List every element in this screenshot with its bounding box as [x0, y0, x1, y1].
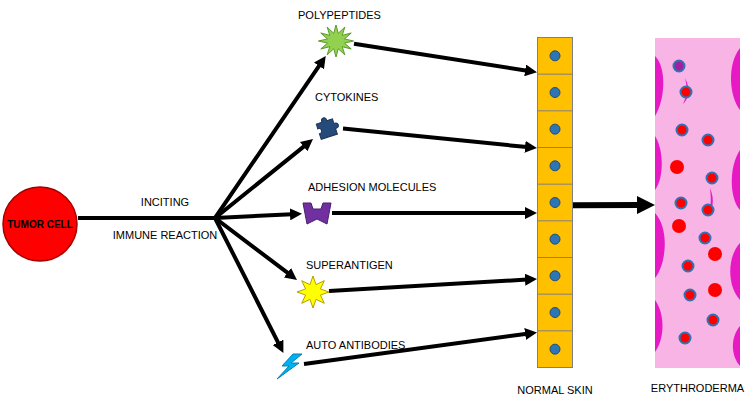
red-cell [708, 247, 722, 261]
cell-nucleus [550, 344, 560, 354]
shape-outline [655, 38, 740, 368]
adhesion-molecule-icon: ADHESION MOLECULES [302, 201, 332, 225]
shape-outline [537, 37, 573, 368]
arrow-connector [78, 218, 289, 274]
node-label: TUMOR CELL [7, 219, 73, 230]
arrow-connector [573, 202, 640, 208]
arrow-connector [329, 280, 527, 291]
cell-nucleus [550, 198, 560, 208]
cell-nucleus [550, 234, 560, 244]
cell-border [538, 110, 573, 111]
polypeptide-icon: POLYPEPTIDES [318, 26, 354, 56]
node-label: AUTO ANTIBODIES [306, 339, 405, 352]
inflammation-streak [655, 213, 665, 278]
arrow-connector [304, 334, 527, 364]
inflammatory-cell [681, 87, 692, 98]
normal-skin-column: NORMAL SKIN [537, 37, 573, 368]
inflammation-streak [730, 243, 740, 300]
inflammation-streak [731, 48, 740, 110]
cell-border [538, 257, 573, 258]
autoantibody-icon: AUTO ANTIBODIES [276, 353, 304, 379]
inflammatory-cell [674, 61, 685, 72]
node-label: SUPERANTIGEN [306, 259, 393, 272]
inflammation-streak [655, 56, 663, 116]
cell-nucleus [550, 161, 560, 171]
red-cell [672, 219, 686, 233]
cell-border [538, 147, 573, 148]
red-cell [670, 160, 684, 174]
shape-outline [318, 26, 354, 56]
shape-outline [297, 277, 329, 307]
inflammatory-cell [703, 205, 714, 216]
cell-nucleus [550, 124, 560, 134]
node-label: CYTOKINES [315, 91, 378, 104]
arrow-connector [332, 211, 527, 215]
inflammatory-cell [708, 315, 719, 326]
inflammation-streak [655, 136, 662, 190]
cytokine-icon: CYTOKINES [313, 113, 343, 141]
tumor-cell-circle: TUMOR CELL [2, 186, 78, 262]
cell-nucleus [550, 271, 560, 281]
erythroderma-column: ERYTHRODERMA [655, 38, 740, 368]
inflammation-streak [732, 150, 740, 210]
inflammatory-cell [680, 333, 691, 344]
shape-outline [302, 201, 332, 225]
shape-outline [276, 353, 304, 379]
inflammatory-cell [707, 173, 718, 184]
cell-border [538, 74, 573, 75]
inflamed-skin [655, 38, 740, 368]
inflammatory-cell [700, 233, 711, 244]
inflammatory-cell [685, 290, 696, 301]
skin-layer [538, 38, 573, 368]
cell-border [538, 220, 573, 221]
arrow-connector [78, 214, 292, 218]
inflammatory-cell [676, 198, 687, 209]
cell-border [538, 184, 573, 185]
cell-nucleus [550, 308, 560, 318]
node-label: NORMAL SKIN [517, 384, 592, 397]
arrow-connector [78, 64, 320, 218]
cell-nucleus [550, 51, 560, 61]
text-holder: TUMOR CELL [2, 186, 78, 262]
inflammatory-cell [703, 135, 714, 146]
superantigen-icon: SUPERANTIGEN [297, 277, 329, 307]
connector-group [78, 44, 640, 364]
star-symbol [297, 276, 329, 308]
cell-nucleus [550, 88, 560, 98]
cell-border [538, 294, 573, 295]
node-label: POLYPEPTIDES [298, 9, 381, 22]
cell-border [538, 330, 573, 331]
annotation-label: IMMUNE REACTION [113, 229, 218, 241]
lightning-symbol [277, 354, 302, 379]
adhesion-symbol [303, 203, 331, 224]
cell-circle [3, 187, 77, 261]
red-cell [708, 283, 722, 297]
inflammation-streak [733, 326, 740, 366]
inflammation-streak [655, 300, 663, 352]
node-label: ADHESION MOLECULES [308, 181, 436, 194]
annotation-label: INCITING [141, 196, 189, 208]
arrow-connector [343, 129, 527, 148]
inflammatory-cell [677, 125, 688, 136]
shape-outline [313, 113, 343, 141]
arrow-connector [354, 44, 527, 71]
inflammatory-cell [683, 261, 694, 272]
node-label: ERYTHRODERMA [651, 382, 744, 395]
arrow-connector [78, 145, 305, 218]
puzzle-symbol [315, 114, 341, 139]
starburst-symbol [318, 25, 353, 57]
arrow-connector [78, 218, 279, 344]
